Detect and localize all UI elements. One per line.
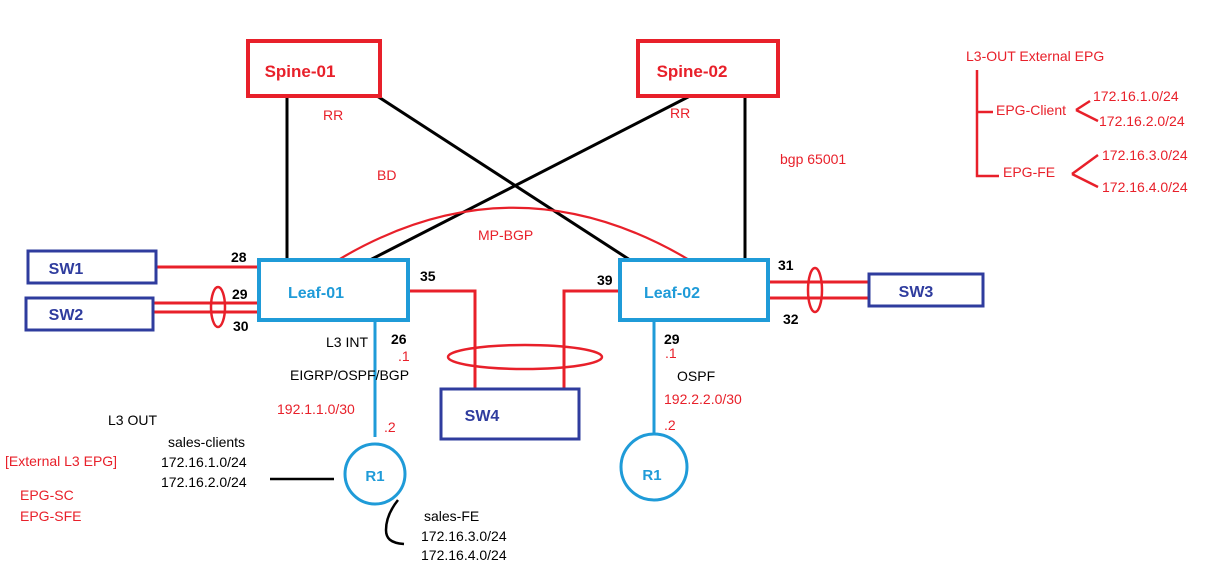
leaf-02[interactable]: Leaf-02 — [618, 258, 770, 322]
router-r1-left-label: R1 — [365, 468, 384, 485]
epg-tree-labels: L3-OUT External EPG EPG-Client 172.16.1.… — [966, 48, 1188, 195]
mp-bgp-arc — [321, 206, 708, 272]
tree-fe-fork-down — [1071, 172, 1099, 189]
port-channel-sw2 — [209, 285, 227, 329]
port-32: 32 — [783, 311, 799, 327]
l3out-title: L3 OUT — [108, 412, 157, 428]
sw4[interactable]: SW4 — [439, 387, 581, 441]
link-spine01-leaf02 — [376, 94, 631, 262]
ip-dot1-left: .1 — [398, 348, 410, 364]
tree-client-fork-down — [1075, 108, 1099, 123]
port-numbers: 28 29 30 35 26 39 29 31 32 — [231, 249, 799, 347]
vpc-sw4 — [446, 343, 604, 371]
port-30: 30 — [233, 318, 249, 334]
sw1[interactable]: SW1 — [26, 249, 158, 285]
ospf-label: OSPF — [677, 368, 715, 384]
fabric-links — [285, 94, 747, 262]
router-r1-left[interactable]: R1 — [343, 442, 407, 506]
tree-client-net1: 172.16.1.0/24 — [1093, 88, 1179, 104]
tree-trunk — [975, 70, 999, 178]
ip-dot2-left: .2 — [384, 419, 396, 435]
epg-tree: L3-OUT External EPG EPG-Client 172.16.1.… — [966, 48, 1188, 195]
fabric-labels: RR RR BD bgp 65001 MP-BGP — [323, 105, 846, 243]
sw4-label: SW4 — [465, 408, 500, 425]
l3out-block: L3 OUT [External L3 EPG] EPG-SC EPG-SFE … — [5, 412, 507, 563]
leaf-01[interactable]: Leaf-01 — [257, 258, 410, 322]
external-l3-epg-label: [External L3 EPG] — [5, 453, 117, 469]
leaf-02-label: Leaf-02 — [644, 285, 700, 302]
port-28: 28 — [231, 249, 247, 265]
port-29-left: 29 — [232, 286, 248, 302]
rr-label-right: RR — [670, 105, 690, 121]
leaf-01-label: Leaf-01 — [288, 285, 344, 302]
sales-clients-label: sales-clients — [168, 434, 245, 450]
port-channels — [209, 266, 824, 371]
mp-bgp-label: MP-BGP — [478, 227, 533, 243]
tree-epg-fe: EPG-FE — [1003, 164, 1055, 180]
tree-client-fork-up — [1075, 99, 1091, 112]
sw3[interactable]: SW3 — [867, 272, 985, 308]
epg-tree-lines — [975, 70, 1099, 189]
sw2-label: SW2 — [49, 307, 84, 324]
port-26: 26 — [391, 331, 407, 347]
sales-fe-net1: 172.16.3.0/24 — [421, 528, 507, 544]
tree-title: L3-OUT External EPG — [966, 48, 1104, 64]
ip-dot2-right: .2 — [664, 417, 676, 433]
bd-label: BD — [377, 167, 396, 183]
spine-02-label: Spine-02 — [657, 62, 728, 81]
spine-01-label: Spine-01 — [265, 62, 336, 81]
router-r1-right-label: R1 — [642, 467, 661, 484]
spine-02[interactable]: Spine-02 — [636, 39, 780, 98]
l3-int-label: L3 INT — [326, 334, 368, 350]
subnet-left-label: 192.1.1.0/30 — [277, 401, 355, 417]
tree-client-net2: 172.16.2.0/24 — [1099, 113, 1185, 129]
sw1-label: SW1 — [49, 261, 84, 278]
port-31: 31 — [778, 257, 794, 273]
port-29-right: 29 — [664, 331, 680, 347]
ip-dot1-right: .1 — [665, 345, 677, 361]
sales-clients-net1: 172.16.1.0/24 — [161, 454, 247, 470]
port-35: 35 — [420, 268, 436, 284]
rr-label-left: RR — [323, 107, 343, 123]
port-channel-sw3 — [806, 266, 824, 314]
link-leaf02-sw4 — [562, 289, 620, 389]
port-39: 39 — [597, 272, 613, 288]
sw2[interactable]: SW2 — [24, 296, 155, 332]
link-leaf01-sw4 — [408, 289, 477, 389]
link-spine02-leaf01 — [369, 94, 691, 262]
access-links — [153, 265, 870, 389]
router-links — [373, 320, 656, 437]
epg-sfe-label: EPG-SFE — [20, 508, 81, 524]
sales-clients-net2: 172.16.2.0/24 — [161, 474, 247, 490]
tree-fe-net2: 172.16.4.0/24 — [1102, 179, 1188, 195]
eigrp-ospf-bgp-label: EIGRP/OSPF/BGP — [290, 367, 409, 383]
sales-fe-connector — [384, 499, 405, 546]
spine-01[interactable]: Spine-01 — [246, 39, 382, 98]
epg-sc-label: EPG-SC — [20, 487, 74, 503]
tree-fe-net1: 172.16.3.0/24 — [1102, 147, 1188, 163]
tree-epg-client: EPG-Client — [996, 102, 1066, 118]
tree-fe-fork-up — [1071, 153, 1099, 176]
sales-fe-label: sales-FE — [424, 508, 479, 524]
routing-labels: L3 INT .1 EIGRP/OSPF/BGP 192.1.1.0/30 .2… — [277, 334, 742, 435]
sw3-label: SW3 — [899, 284, 934, 301]
bgp-as-label: bgp 65001 — [780, 151, 846, 167]
sales-fe-net2: 172.16.4.0/24 — [421, 547, 507, 563]
subnet-right-label: 192.2.2.0/30 — [664, 391, 742, 407]
router-r1-right[interactable]: R1 — [619, 432, 689, 502]
